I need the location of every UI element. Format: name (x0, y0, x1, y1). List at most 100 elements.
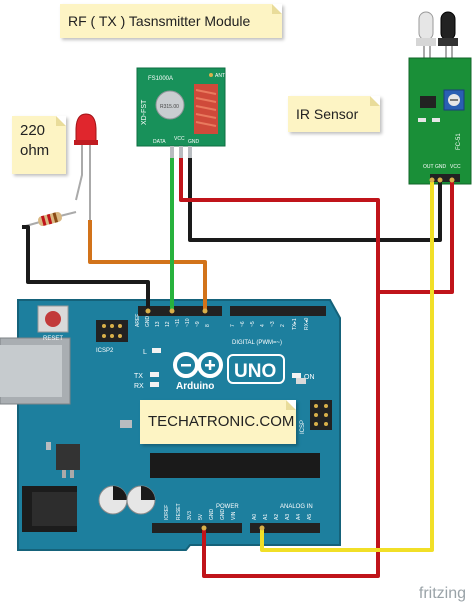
note-fold (272, 4, 282, 14)
pin-label: A4 (296, 514, 302, 520)
pin-label: GND (220, 509, 226, 521)
analog-pin-labels: A0 A1 A2 A3 A4 A5 (252, 514, 313, 520)
antenna-pad (209, 73, 213, 77)
brand-note: TECHATRONIC.COM (140, 400, 296, 444)
note-fold (286, 400, 296, 410)
smd-part (418, 118, 426, 122)
resistor-note-unit: ohm (20, 142, 50, 159)
uno-label: UNO (234, 361, 276, 382)
arduino-logo-text: Arduino (176, 381, 214, 392)
icsp2-header (96, 320, 128, 342)
led-rx (150, 382, 159, 387)
pin-label: AREF (135, 314, 141, 327)
ir-sensor-note-text: IR Sensor (296, 106, 359, 122)
power-label: POWER (216, 504, 239, 510)
smd-part (46, 442, 51, 450)
pin-label: ~6 (240, 321, 246, 327)
rf-side-label: XD-FST (141, 99, 148, 125)
rf-transmitter-module: FS1000A ANT XD-FST R315.00 DATA VCC GND (136, 67, 226, 158)
rf-coil-windings (195, 89, 217, 127)
resistor-band (46, 213, 53, 225)
pin-label: 3V3 (187, 511, 193, 520)
fritzing-logo: fritzing (419, 585, 466, 603)
pin-label: A0 (252, 514, 258, 520)
pin-label: ~11 (175, 319, 181, 327)
rf-model-label: FS1000A (148, 76, 173, 82)
pin-contacts (145, 177, 455, 531)
led-cathode (75, 145, 83, 201)
ir-pcb-label: FC-51 (456, 133, 462, 150)
resistor-band (40, 215, 47, 226)
rf-crystal-label: R315.00 (160, 104, 179, 110)
rf-module-note: RF ( TX ) Tasnsmitter Module (60, 4, 282, 38)
pin-label: IOREF (164, 505, 170, 520)
rf-crystal (155, 90, 185, 120)
reset-button-cap (45, 311, 61, 327)
wire-ir-out-a0 (260, 182, 434, 552)
led-base (438, 38, 458, 46)
regulator-lead (62, 470, 66, 478)
analog-label: ANALOG IN (280, 504, 313, 510)
pin-label: TX▸1 (292, 318, 298, 330)
ir-receiver-led (440, 11, 456, 41)
ir-sensor-module: FC-51 OUT GND VCC (408, 11, 472, 185)
uno-badge (227, 354, 285, 384)
led-l (152, 348, 161, 353)
rf-pin (179, 146, 183, 158)
wire-vcc-ir (179, 158, 454, 294)
led-on (292, 373, 301, 378)
ir-pin-out: OUT (423, 164, 434, 170)
top-pin-labels: AREF GND 13 12 ~11 ~10 ~9 8 7 ~6 ~5 4 ~3… (135, 314, 310, 330)
rf-pin-labels: DATA VCC GND (153, 136, 200, 145)
fritzing-text: fritzing (418, 585, 466, 602)
pin-label: GND (209, 509, 215, 521)
rx-label: RX (134, 383, 144, 390)
arduino-logo (173, 352, 223, 378)
power-jack-inner (32, 492, 77, 526)
capacitor-2-band (141, 486, 155, 500)
red-led (74, 113, 98, 220)
wire-vcc-5v (202, 292, 380, 578)
wires (22, 158, 454, 578)
brand-note-text: TECHATRONIC.COM (148, 413, 295, 430)
pin-label: RX◂0 (304, 318, 310, 330)
voltage-regulator (56, 444, 80, 470)
wire-led-pin9 (88, 220, 207, 310)
pin-label: ~3 (270, 321, 276, 327)
pin-label: RESET (176, 503, 182, 520)
wire-placeholder (152, 158, 181, 295)
power-pin-labels: IOREF RESET 3V3 5V GND GND VIN (164, 503, 237, 520)
power-header (152, 523, 242, 533)
ir-pin-vcc: VCC (450, 164, 461, 170)
led-tx (150, 372, 159, 377)
pin-label: ~9 (195, 321, 201, 327)
pin-label: A2 (274, 514, 280, 520)
capacitor-1-band (113, 486, 127, 500)
crystal (120, 420, 132, 428)
note-fold (56, 116, 66, 126)
rf-pin-gnd: GND (188, 139, 200, 145)
wire-resistor-gnd (22, 225, 150, 310)
tx-label: TX (134, 373, 143, 380)
on-label: ON (304, 374, 315, 381)
note-fold (370, 96, 380, 106)
led-rim (74, 140, 98, 145)
ir-emitter-led (418, 11, 434, 41)
icsp2-label: ICSP2 (96, 348, 114, 354)
usb-port-inner (0, 345, 62, 397)
pin-label: 5V (198, 513, 204, 520)
atmega-chip (150, 453, 320, 478)
pin-label: A1 (263, 514, 269, 520)
reset-label: RESET (43, 336, 63, 342)
pin-label: 7 (230, 324, 236, 327)
header-right (230, 306, 326, 316)
pin-label: 4 (260, 324, 266, 327)
rf-pin (188, 146, 192, 158)
rf-ant-label: ANT (215, 73, 225, 79)
resistor-band (52, 212, 59, 223)
pin-label: VIN (231, 511, 237, 520)
icsp-header (310, 400, 332, 430)
rf-pin-vcc: VCC (174, 136, 185, 142)
pin-label: 12 (165, 321, 171, 327)
